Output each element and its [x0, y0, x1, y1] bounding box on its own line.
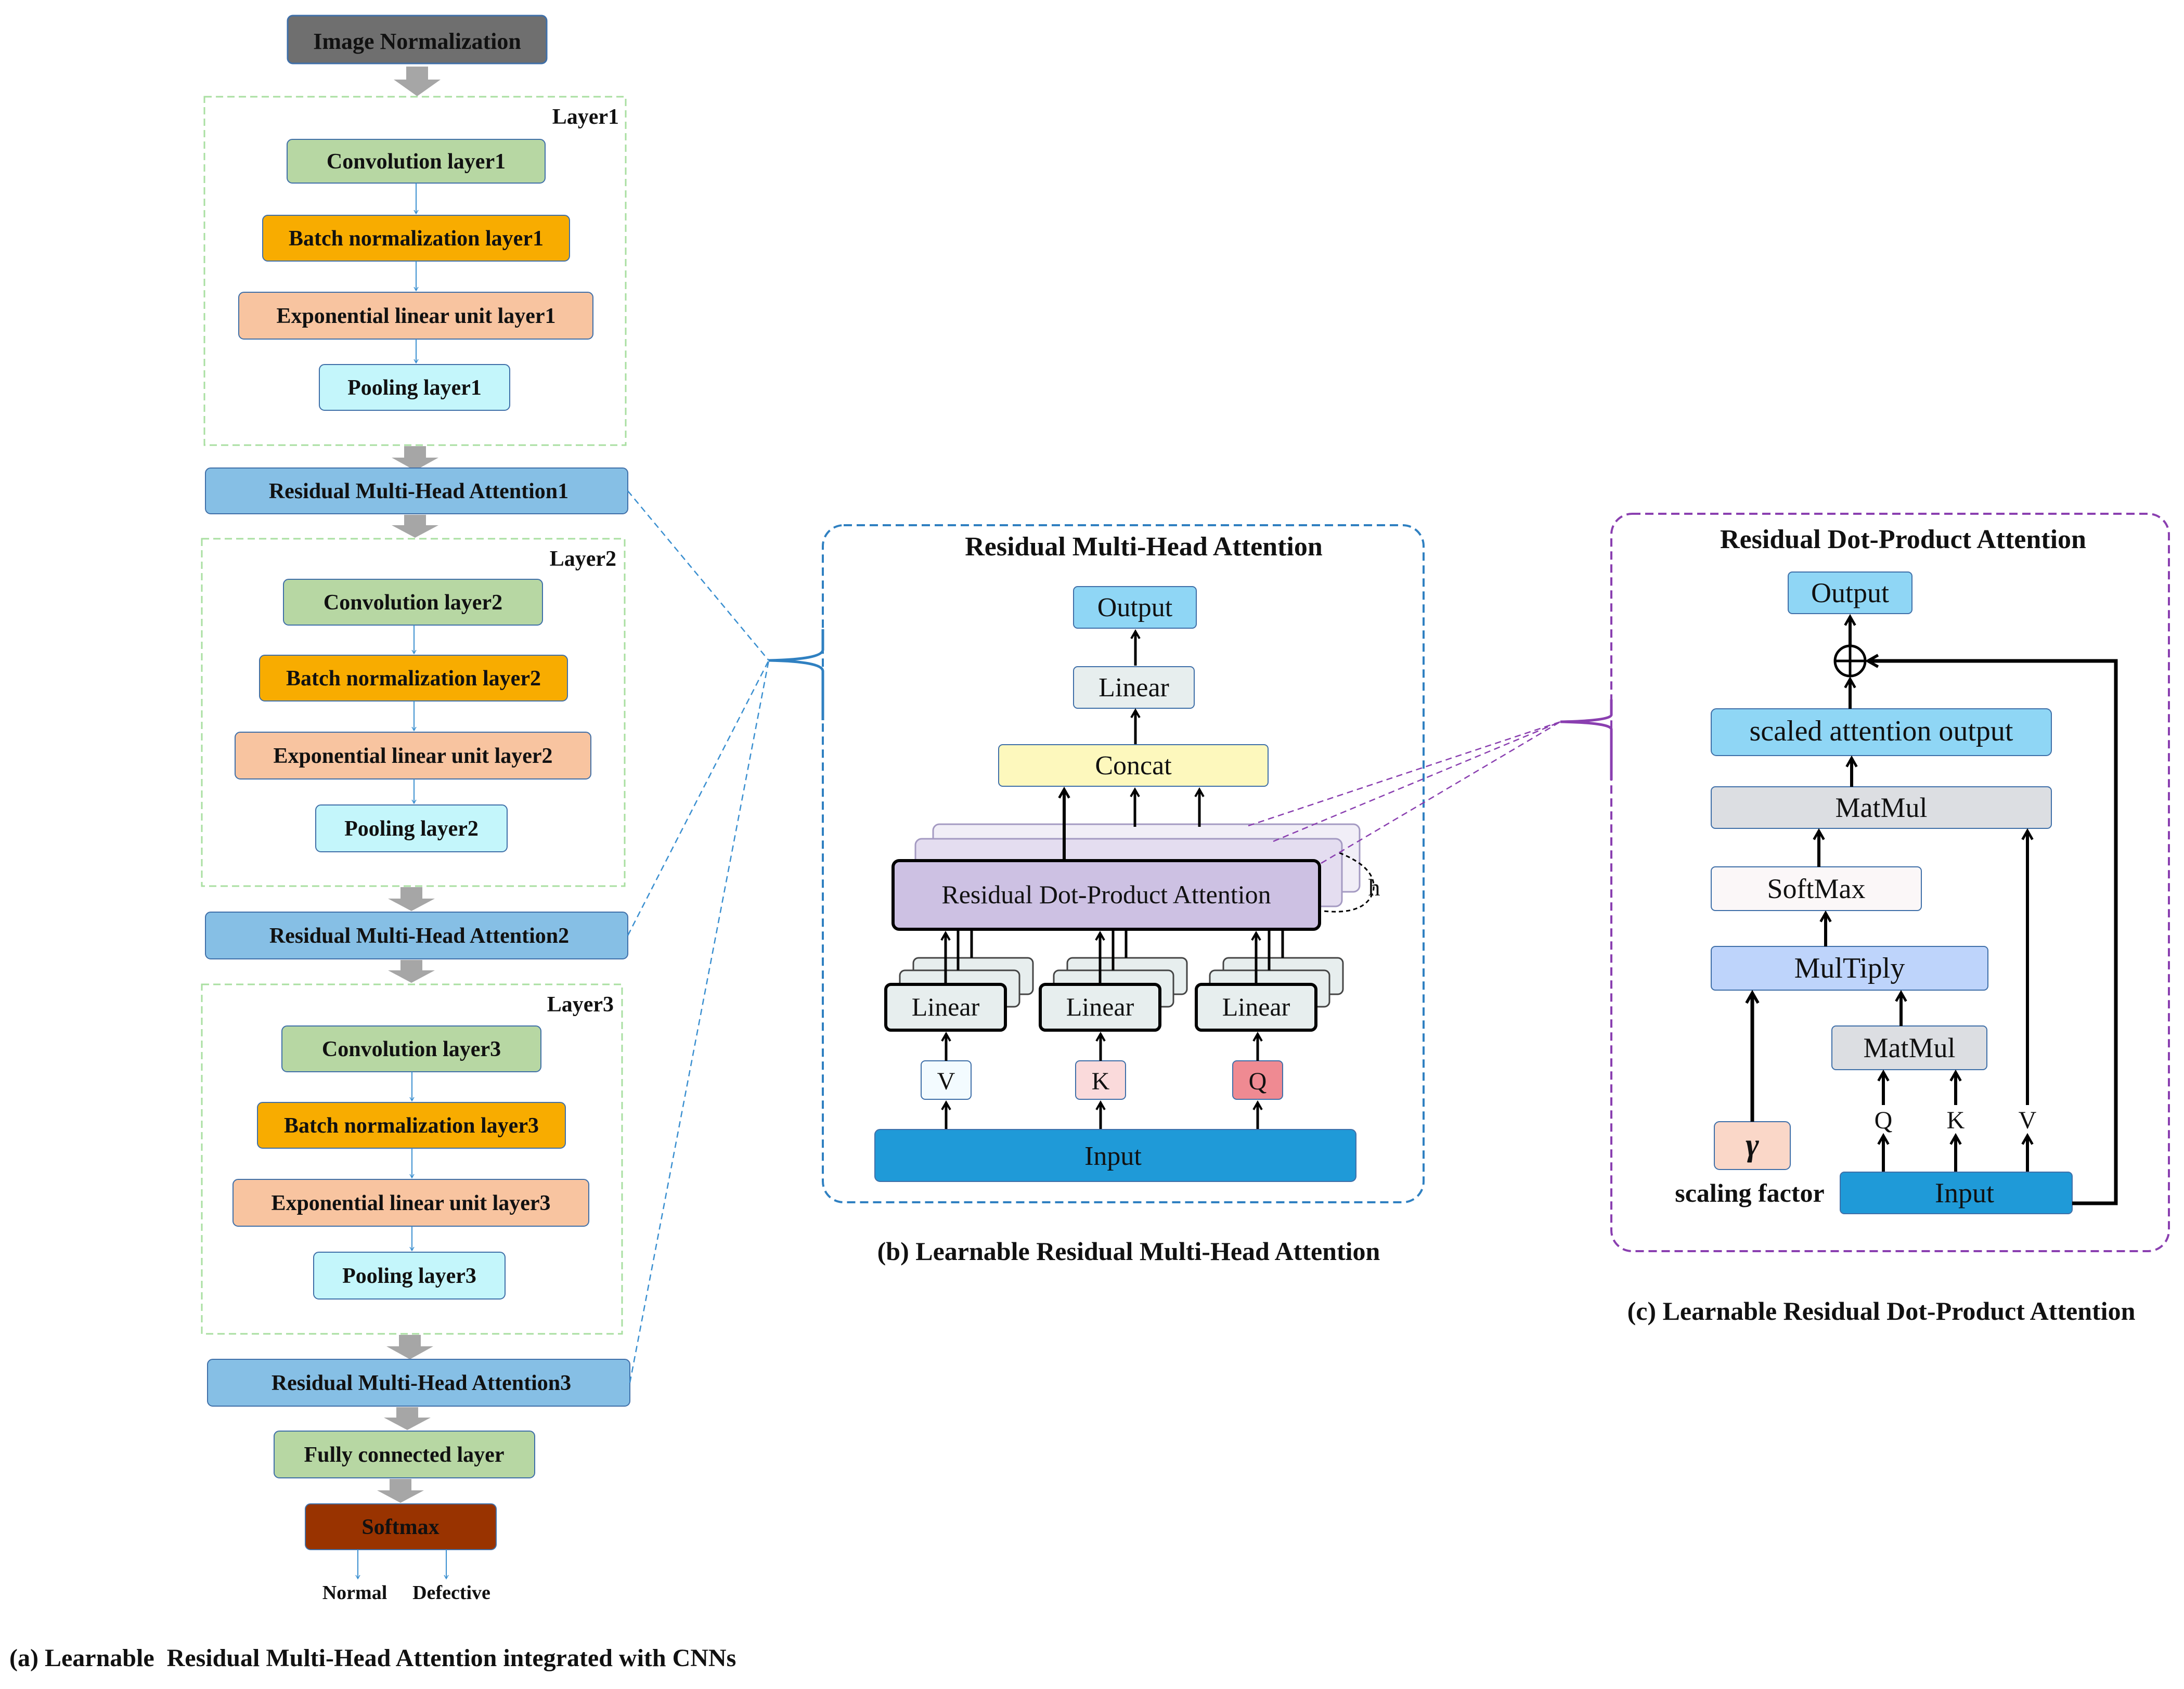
b-v: V [937, 1068, 955, 1095]
conv-layer1: Convolution layer1 [327, 150, 506, 174]
image-normalization-box: Image Normalization [313, 29, 521, 54]
c-q: Q [1875, 1107, 1893, 1134]
b-input: Input [1084, 1141, 1142, 1171]
c-residual-skip [1865, 654, 2118, 1205]
pooling-layer2: Pooling layer2 [344, 817, 479, 841]
layer3-label: Layer3 [547, 993, 614, 1017]
softmax-box: Softmax [361, 1515, 439, 1539]
caption-a: (a) Learnable Residual Multi-Head Attent… [9, 1644, 736, 1672]
b-output: Output [1097, 593, 1173, 622]
panel-b: Residual Multi-Head Attention Output Lin… [822, 524, 1425, 1266]
c-gamma: γ [1746, 1127, 1759, 1163]
output-defective: Defective [412, 1582, 490, 1604]
b-linear-head-q: Linear [1195, 957, 1344, 1032]
batchnorm-layer3: Batch normalization layer3 [284, 1114, 539, 1138]
b-linear-q: Linear [1222, 992, 1290, 1021]
pooling-layer1: Pooling layer1 [347, 376, 482, 400]
c-matmul-top: MatMul [1835, 792, 1927, 823]
output-normal: Normal [322, 1582, 387, 1604]
c-v: V [2019, 1107, 2037, 1134]
c-softmax: SoftMax [1767, 873, 1866, 904]
c-output: Output [1811, 577, 1889, 608]
b-k: K [1092, 1068, 1110, 1095]
conv-layer3: Convolution layer3 [322, 1037, 501, 1061]
elu-layer3: Exponential linear unit layer3 [271, 1191, 550, 1215]
caption-b: (b) Learnable Residual Multi-Head Attent… [877, 1237, 1380, 1266]
panel-b-title: Residual Multi-Head Attention [965, 532, 1323, 562]
panel-c: Residual Dot-Product Attention Output sc… [1610, 513, 2170, 1326]
b-concat: Concat [1095, 751, 1172, 781]
b-q: Q [1249, 1068, 1267, 1095]
b-heads-label: h [1368, 874, 1380, 901]
batchnorm-layer1: Batch normalization layer1 [289, 227, 544, 251]
b-linear-v: Linear [912, 992, 980, 1021]
residual-add-icon [1833, 644, 1867, 678]
fully-connected-layer: Fully connected layer [304, 1443, 505, 1467]
c-matmul-inner: MatMul [1863, 1032, 1955, 1063]
elu-layer2: Exponential linear unit layer2 [273, 744, 552, 768]
c-input: Input [1935, 1177, 1994, 1209]
b-linear-head-k: Linear [1039, 957, 1188, 1032]
conv-layer2: Convolution layer2 [324, 591, 502, 615]
pooling-layer3: Pooling layer3 [342, 1264, 476, 1288]
c-k: K [1947, 1107, 1965, 1134]
connector-a-to-b [627, 490, 770, 1383]
brace-b [768, 629, 824, 720]
connector-b-to-c [1248, 721, 1561, 864]
b-linear-top: Linear [1099, 673, 1169, 703]
panel-a: Image Normalization Layer1 Convolution l… [9, 15, 736, 1672]
b-linear-k: Linear [1066, 992, 1134, 1021]
rmha3: Residual Multi-Head Attention3 [272, 1371, 571, 1395]
rmha1: Residual Multi-Head Attention1 [269, 479, 568, 503]
c-multiply: MulTiply [1794, 952, 1905, 984]
c-scaling-factor: scaling factor [1675, 1178, 1824, 1207]
c-scaled-output: scaled attention output [1750, 715, 2013, 747]
layer1-label: Layer1 [552, 105, 619, 129]
b-rdpa: Residual Dot-Product Attention [941, 880, 1271, 909]
b-linear-head-v: Linear [884, 957, 1034, 1032]
layer2-label: Layer2 [550, 547, 616, 571]
elu-layer1: Exponential linear unit layer1 [276, 304, 555, 328]
batchnorm-layer2: Batch normalization layer2 [286, 667, 541, 691]
caption-c: (c) Learnable Residual Dot-Product Atten… [1627, 1296, 2136, 1326]
brace-c [1560, 699, 1613, 780]
panel-c-title: Residual Dot-Product Attention [1720, 525, 2086, 554]
rmha2: Residual Multi-Head Attention2 [269, 924, 569, 948]
